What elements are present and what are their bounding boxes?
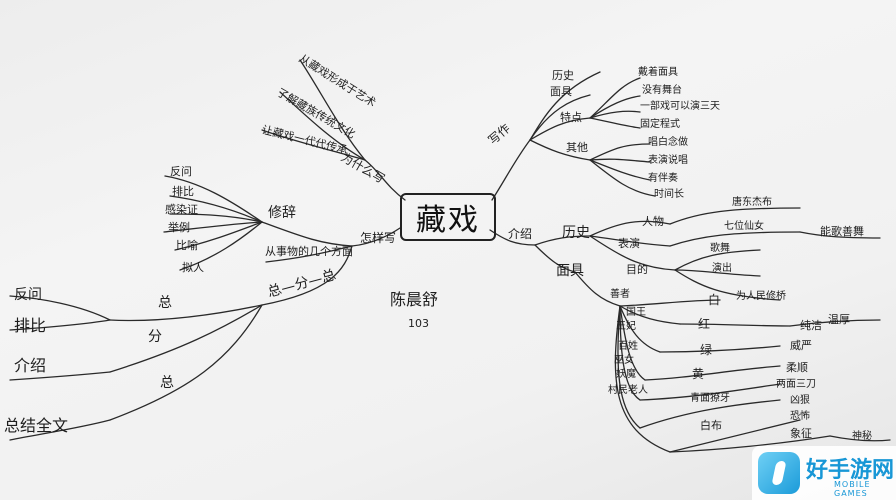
write-detail-6: 表演说唱	[648, 155, 688, 166]
history-label: 历史	[562, 225, 590, 241]
mask-trait-6: 凶狠	[790, 395, 810, 406]
branch-how: 怎样写	[360, 231, 397, 245]
rhetoric-item-3: 感染证	[165, 203, 198, 216]
mask-trait-4: 柔顺	[786, 361, 808, 374]
structure-item-2: 排比	[14, 316, 47, 335]
mask-color-4: 黄	[692, 367, 705, 381]
write-detail-3: 一部戏可以演三天	[640, 101, 720, 112]
mask-color-5: 青面獠牙	[690, 393, 730, 404]
mask-color-2: 红	[698, 317, 711, 331]
masks-label: 面具	[556, 263, 584, 279]
mask-kind-4: 百姓	[618, 341, 638, 352]
history-item-2: 表演	[618, 237, 640, 250]
structure-part-2: 分	[148, 329, 162, 345]
history-detail-3: 能歌善舞	[820, 225, 864, 238]
rhetoric-item-1: 反问	[170, 165, 192, 178]
structure-part-3: 总	[160, 375, 174, 391]
mask-trait-3: 威严	[790, 339, 812, 352]
other-item-1: 象征	[790, 427, 812, 440]
watermark-subtext: MOBILE GAMES	[834, 480, 871, 498]
mask-trait-1: 纯洁	[800, 319, 822, 332]
branch-intro: 介绍	[508, 227, 533, 241]
write-item-4: 其他	[566, 141, 588, 154]
rhetoric-item-5: 比喻	[176, 239, 198, 252]
write-detail-7: 有伴奏	[648, 173, 678, 184]
history-item-3: 目的	[626, 263, 648, 276]
mask-trait-7: 恐怖	[790, 411, 810, 422]
history-detail-2: 七位仙女	[724, 221, 764, 232]
central-topic: 藏戏	[400, 193, 496, 241]
other-item-2: 神秘	[852, 431, 872, 442]
mask-kind-5: 巫女	[614, 355, 634, 366]
history-detail-6: 为人民修桥	[736, 291, 786, 302]
structure-part-1: 总	[158, 295, 172, 311]
mask-color-1: 白	[708, 293, 721, 307]
aspects-label: 从事物的几个方面	[265, 245, 353, 258]
write-detail-2: 没有舞台	[642, 85, 682, 96]
write-item-2: 面具	[550, 85, 572, 98]
structure-item-4: 总结全文	[4, 416, 69, 435]
history-item-1: 人物	[642, 215, 664, 228]
line-how	[351, 227, 401, 247]
structure-item-1: 反问	[14, 287, 42, 303]
write-detail-5: 唱白念做	[648, 137, 688, 148]
rhetoric-item-4: 举例	[168, 221, 190, 234]
history-detail-1: 唐东杰布	[732, 197, 772, 208]
rhetoric-item-2: 排比	[172, 185, 194, 198]
write-detail-4: 固定程式	[640, 119, 680, 130]
site-watermark: 好手游网 MOBILE GAMES	[752, 446, 896, 500]
rhetoric-label: 修辞	[268, 205, 296, 221]
mask-kind-3: 王妃	[616, 321, 636, 332]
write-item-3: 特点	[560, 111, 582, 124]
author-id: 103	[408, 317, 429, 330]
history-detail-4: 歌舞	[710, 243, 730, 254]
structure-item-3: 介绍	[14, 356, 47, 375]
mask-kind-1: 善者	[610, 289, 630, 300]
author-name: 陈晨舒	[390, 290, 439, 309]
mask-kind-2: 国王	[626, 307, 646, 318]
mask-trait-2: 温厚	[828, 313, 850, 326]
write-item-1: 历史	[552, 69, 574, 82]
line-intro	[489, 229, 536, 246]
history-detail-5: 演出	[712, 263, 732, 274]
mask-kind-7: 村民老人	[608, 385, 648, 396]
write-detail-8: 时间长	[654, 189, 684, 200]
mask-color-3: 绿	[700, 343, 713, 357]
mask-color-6: 白布	[700, 419, 722, 432]
rhetoric-item-6: 拟人	[182, 261, 204, 274]
write-detail-1: 戴着面具	[638, 67, 678, 78]
mask-trait-5: 两面三刀	[776, 379, 816, 390]
mask-kind-6: 妖魔	[616, 369, 636, 380]
site-logo-icon	[758, 452, 800, 494]
watermark-text: 好手游网	[806, 458, 895, 483]
line-write	[491, 139, 531, 201]
